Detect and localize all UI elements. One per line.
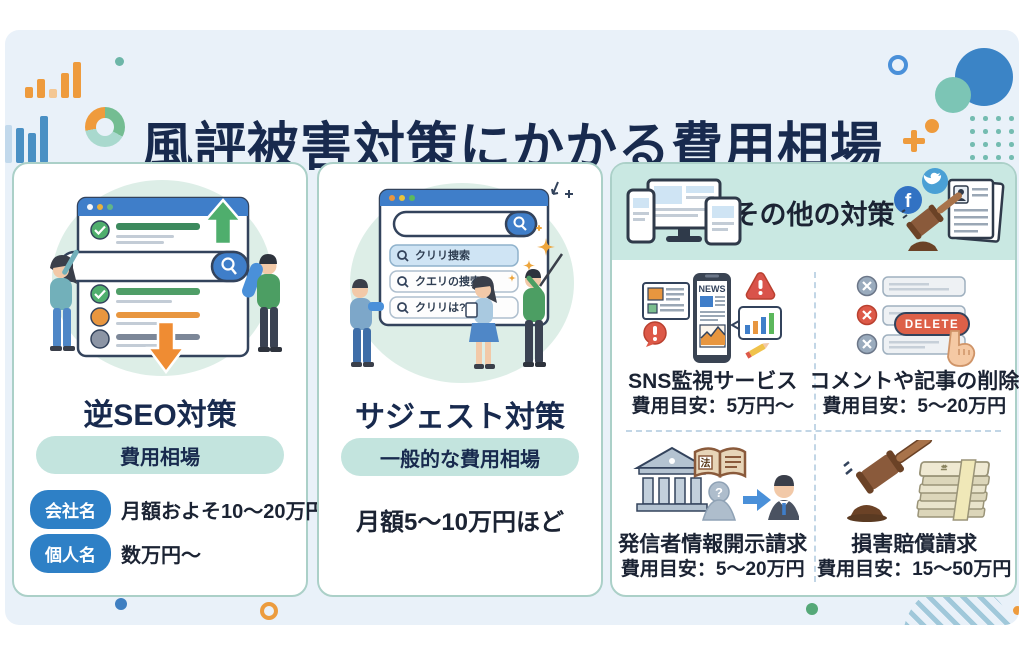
person-center-woman — [465, 276, 499, 369]
gavel-large-icon — [843, 440, 933, 523]
orange-plus-decoration — [903, 130, 925, 152]
blue-ring-decoration — [888, 55, 908, 75]
money-stack-icon — [916, 459, 991, 521]
comment-deletion-illustration: DELETE — [857, 275, 976, 367]
edge-orange-dot-decoration — [1013, 606, 1019, 615]
sender-disclosure-illustration: 法 ? — [632, 446, 799, 521]
card-title-reverse-seo: 逆SEO対策 — [83, 399, 237, 432]
suggestion-row-1: クリリ捜索 — [389, 244, 519, 267]
horizontal-divider — [626, 430, 1001, 432]
bottom-blue-dot-decoration — [115, 598, 127, 610]
svg-text:クリリは?: クリリは? — [415, 301, 466, 314]
law-book-icon: 法 — [693, 447, 746, 479]
delete-button: DELETE — [894, 312, 971, 337]
comment-row-1 — [857, 275, 966, 297]
devices-icon — [626, 178, 742, 246]
card-other-measures: その他の対策 — [610, 162, 1019, 599]
svg-text:f: f — [905, 191, 912, 212]
person-woman — [50, 249, 79, 351]
teal-circle-decoration — [935, 77, 971, 113]
card-reverse-seo: 逆SEO対策 費用相場 会社名 月額およそ10〜20万円 個人名 数万円〜 — [12, 162, 326, 597]
donut-chart-decoration — [85, 107, 125, 147]
sns-monitoring-illustration: NEWS — [641, 272, 782, 364]
fee-row-company: 会社名 月額およそ10〜20万円 — [30, 490, 326, 529]
quadrant-sender-disclosure: 法 ? — [612, 430, 814, 599]
svg-text:法: 法 — [700, 457, 710, 470]
blue-bar-chart-decoration — [5, 116, 48, 163]
dot-grid-decoration — [966, 112, 1019, 167]
individual-badge: 個人名 — [30, 534, 111, 573]
suggestion-row-2: クエリの捜索 — [389, 270, 519, 293]
fee-pill-reverse-seo: 費用相場 — [36, 436, 284, 474]
sns-monitoring-cost: 費用目安：5万円〜 — [631, 396, 795, 418]
sender-disclosure-name: 発信者情報開示請求 — [618, 533, 808, 557]
svg-text:?: ? — [715, 485, 723, 500]
documents-icon — [947, 178, 1005, 243]
card-title-other: その他の対策 — [732, 199, 895, 230]
sns-monitoring-name: SNS監視サービス — [628, 370, 798, 394]
card-title-suggest: サジェスト対策 — [355, 401, 565, 434]
orange-bar-chart-decoration — [25, 62, 81, 98]
company-badge: 会社名 — [30, 490, 111, 529]
suggest-illustration: クリリ捜索 クエリの捜索 クリリは? — [350, 181, 574, 383]
damages-claim-cost: 費用目安：15〜50万円 — [817, 559, 1012, 581]
courthouse-icon — [632, 446, 711, 512]
bottom-green-dot-decoration — [806, 603, 818, 615]
reverse-seo-illustration — [50, 180, 282, 376]
svg-text:NEWS: NEWS — [698, 284, 725, 294]
orange-dot-decoration — [925, 119, 939, 133]
person-left-man — [350, 279, 384, 367]
company-fee-value: 月額およそ10〜20万円 — [121, 501, 326, 523]
individual-fee-value: 数万円〜 — [121, 545, 201, 567]
suggest-fee-value: 月額5〜10万円ほど — [355, 509, 565, 536]
suggestion-row-3: クリリは? — [389, 296, 519, 319]
damages-claim-name: 損害賠償請求 — [851, 533, 978, 557]
quadrant-comment-deletion: DELETE コメントや記事の削除 費用目安：5〜20万円 — [809, 260, 1019, 430]
card-suggest: クリリ捜索 クエリの捜索 クリリは? — [317, 162, 603, 597]
damages-claim-illustration — [843, 440, 991, 523]
quadrant-damages-claim: 損害賠償請求 費用目安：15〜50万円 — [814, 430, 1016, 599]
background-panel: 風評被害対策にかかる費用相場 — [5, 30, 1019, 625]
vertical-divider — [813, 272, 816, 582]
arrow-right-icon — [742, 489, 771, 512]
businessman-icon — [767, 475, 799, 521]
down-arrow-icon — [145, 320, 187, 375]
svg-text:クリリ捜索: クリリ捜索 — [415, 248, 470, 262]
anonymous-person-icon: ? — [701, 481, 736, 521]
comment-deletion-cost: 費用目安：5〜20万円 — [822, 396, 1007, 418]
social-law-icons: f — [894, 168, 1005, 251]
comment-row-3 — [857, 333, 966, 355]
person-man — [242, 254, 282, 352]
arrow-plus-decoration — [551, 181, 573, 198]
sender-disclosure-cost: 費用目安：5〜20万円 — [620, 559, 805, 581]
quadrant-sns-monitoring: NEWS SNS監視サービス 費用目安 — [612, 260, 814, 430]
svg-text:クエリの捜索: クエリの捜索 — [415, 274, 481, 288]
bottom-orange-ring-decoration — [260, 602, 278, 620]
twitter-icon — [922, 168, 948, 194]
teal-dot-decoration — [115, 57, 124, 66]
comment-deletion-name: コメントや記事の削除 — [809, 370, 1019, 394]
up-arrow-icon — [202, 198, 244, 246]
facebook-icon: f — [894, 186, 922, 214]
sparkle-icons — [508, 225, 555, 282]
person-right-man — [523, 253, 564, 367]
hand-cursor-icon — [947, 330, 976, 367]
fee-pill-suggest: 一般的な費用相場 — [341, 438, 579, 476]
fee-row-individual: 個人名 数万円〜 — [30, 534, 201, 573]
gavel-icon — [901, 192, 962, 251]
svg-text:DELETE: DELETE — [905, 319, 959, 331]
